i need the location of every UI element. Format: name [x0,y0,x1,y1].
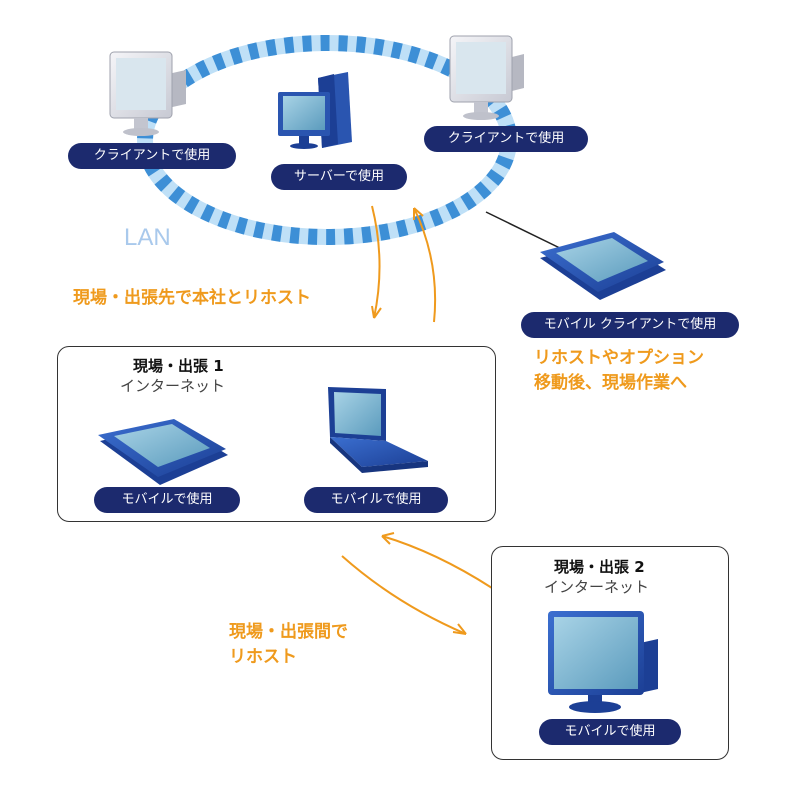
client-left-label: クライアントで使用 [68,143,236,169]
site1-laptop [328,387,428,473]
mobile-note-line1: リホストやオプション [534,348,704,368]
between-site-arrows [341,532,493,635]
site1-panel: 現場・出張 1 インターネット モバイルで使用 モバイルで使用 [57,346,496,522]
site2-monitor-label: モバイルで使用 [539,719,681,745]
between-sites-line1: 現場・出張間で [229,622,348,642]
lan-site-arrows [371,205,437,323]
site1-title: 現場・出張 1 [133,357,224,375]
mobile-client-label: モバイル クライアントで使用 [521,312,739,338]
site1-tablet [98,419,228,485]
mobile-client-link [485,211,569,253]
site1-laptop-label: モバイルで使用 [304,487,448,513]
mobile-note: リホストやオプション 移動後、現場作業へ [534,346,704,396]
between-sites-caption: 現場・出張間で リホスト [229,620,348,670]
between-sites-line2: リホスト [229,647,297,667]
site2-monitor [548,611,658,713]
lan-label: LAN [124,224,171,251]
site2-panel: 現場・出張 2 インターネット モバイルで使用 [491,546,729,760]
server-label: サーバーで使用 [271,164,407,190]
mobile-note-line2: 移動後、現場作業へ [534,373,687,393]
client-right-label: クライアントで使用 [424,126,588,152]
client-left-monitor [109,51,186,136]
site1-subtitle: インターネット [120,377,226,395]
client-right-monitor [449,35,524,120]
site2-title: 現場・出張 2 [554,558,645,576]
site1-tablet-label: モバイルで使用 [94,487,240,513]
site2-subtitle: インターネット [544,578,650,596]
server-computer [278,72,352,149]
mobile-client-tablet [540,232,666,300]
hq-host-caption: 現場・出張先で本社とリホスト [73,288,311,308]
